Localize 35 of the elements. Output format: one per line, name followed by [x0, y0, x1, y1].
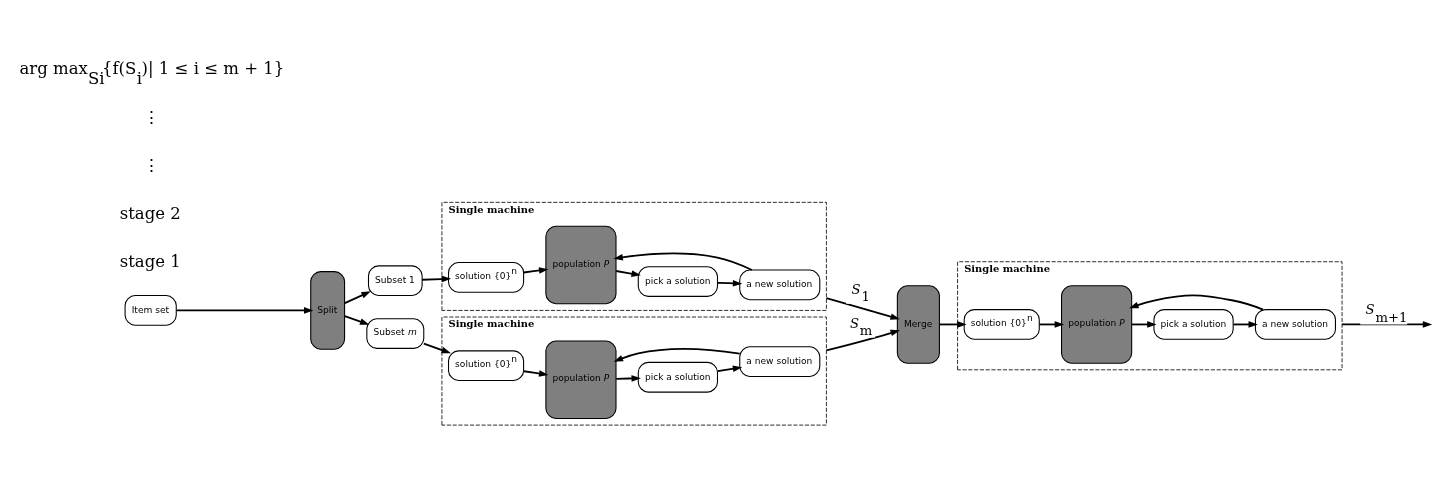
- node-box: pick a solution: [637, 266, 719, 297]
- arrow: [1341, 321, 1433, 328]
- node-box: Subset 1: [367, 265, 423, 297]
- node-box: a new solution: [1254, 309, 1336, 340]
- node-box: Split: [310, 271, 346, 350]
- node-box: pick a solution: [1153, 309, 1234, 340]
- arrow: [613, 347, 741, 362]
- arrow: [716, 280, 743, 287]
- node-box: pick a solution: [637, 361, 719, 393]
- arrow: [716, 365, 743, 373]
- node-box: a new solution: [739, 269, 821, 301]
- arrow: [175, 307, 314, 314]
- node-box: Item set: [124, 295, 177, 326]
- node-box: population P: [545, 340, 617, 420]
- arrow: [343, 315, 370, 325]
- label: ⋮: [142, 155, 160, 175]
- node-box: a new solution: [739, 346, 821, 377]
- node-box: Merge: [896, 285, 940, 364]
- arrow: [613, 252, 753, 271]
- label: stage 1: [119, 251, 181, 271]
- arrow: [1129, 294, 1264, 311]
- arrow: [421, 275, 452, 283]
- arrow: [522, 370, 549, 377]
- arrow: [938, 321, 967, 328]
- label: ⋮: [142, 108, 160, 128]
- node-box: population P: [545, 225, 617, 305]
- arrow: [343, 291, 371, 304]
- arrow: [522, 267, 549, 274]
- node-box: population P: [1061, 285, 1133, 364]
- label: stage 2: [119, 203, 181, 223]
- arrow: [825, 297, 900, 320]
- arrow: [615, 270, 641, 277]
- node-box: Subset m: [366, 318, 425, 349]
- arrow: [422, 342, 451, 354]
- arrow: [825, 329, 900, 352]
